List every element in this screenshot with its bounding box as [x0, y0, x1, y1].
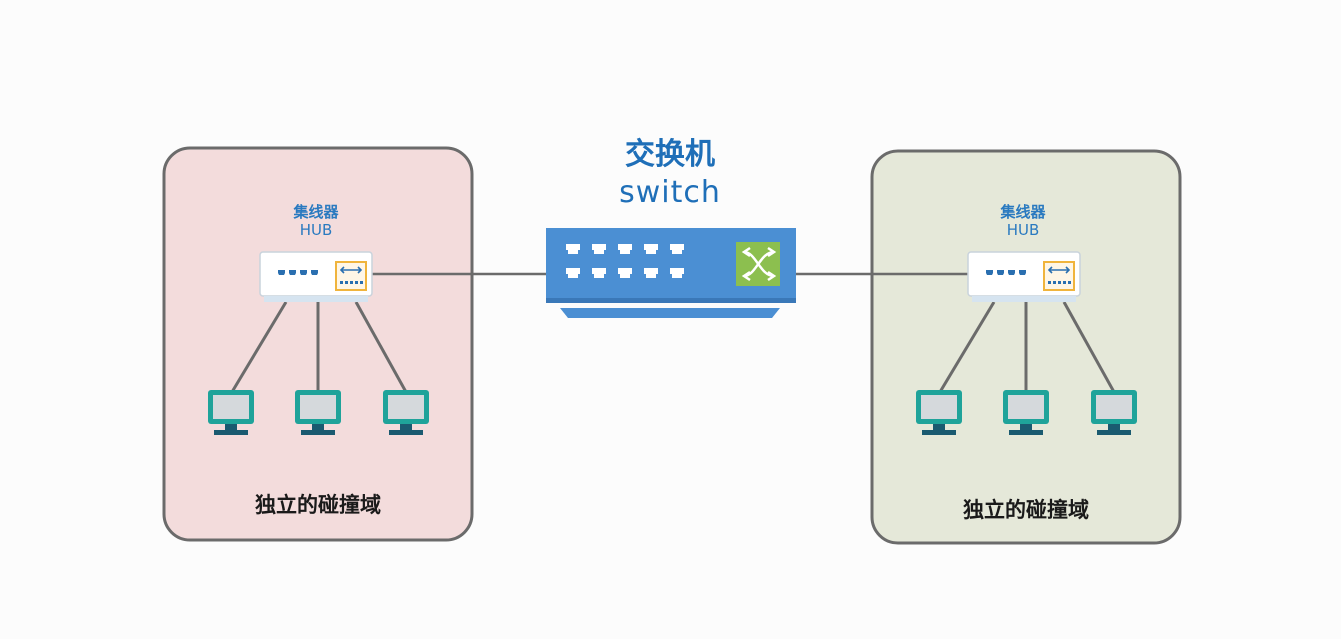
computer-icon: [1091, 390, 1137, 435]
left-hub-links: [230, 301, 408, 393]
switch-subtitle: switch: [619, 175, 721, 210]
computer-icon: [383, 390, 429, 435]
right-hub-links: [938, 301, 1116, 393]
right-hub-title: 集线器: [1000, 203, 1046, 221]
left-hub-title: 集线器: [293, 203, 339, 221]
computer-icon: [916, 390, 962, 435]
left-hub-icon: [259, 251, 373, 302]
right-hub-icon: [967, 251, 1081, 302]
right-hub-subtitle: HUB: [1006, 221, 1040, 239]
left-domain-label: 独立的碰撞域: [255, 493, 381, 517]
switch-title: 交换机: [625, 137, 715, 172]
left-hub-subtitle: HUB: [299, 221, 333, 239]
computer-icon: [1003, 390, 1049, 435]
right-domain-label: 独立的碰撞域: [963, 498, 1089, 522]
switch-icon: [546, 228, 796, 318]
computer-icon: [295, 390, 341, 435]
computer-icon: [208, 390, 254, 435]
